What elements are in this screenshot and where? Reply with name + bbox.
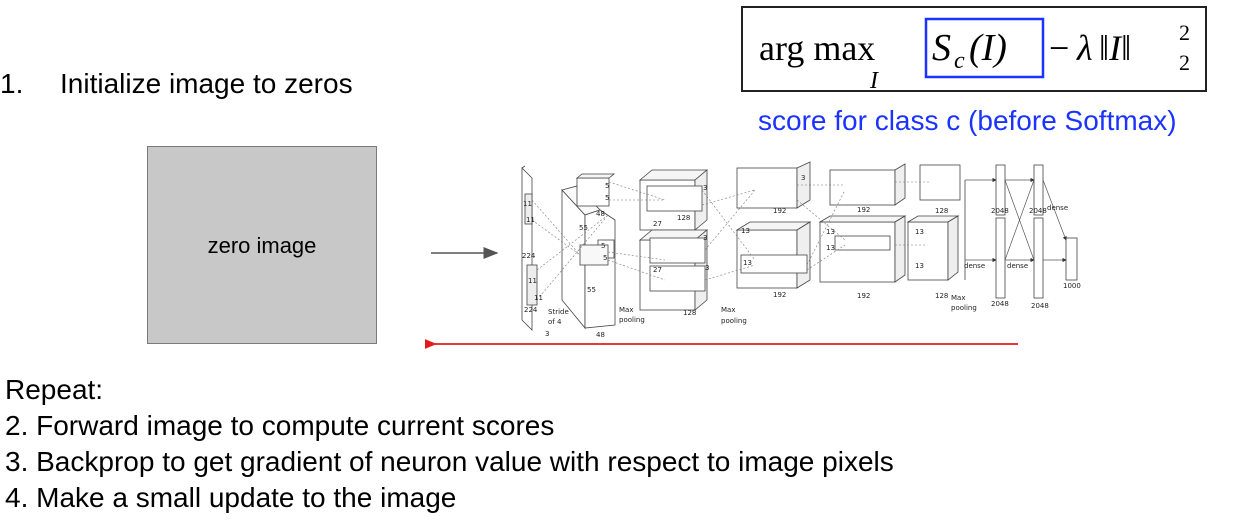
label-in-224b: 224 [524, 306, 538, 314]
fc2-top [1033, 164, 1044, 216]
norm-expression: ‖I‖ [1099, 28, 1131, 68]
score-highlight-box [924, 17, 1045, 79]
objective-formula: arg max I S c (I) − λ ‖I‖ 2 2 [741, 6, 1207, 94]
label-in-3: 3 [545, 330, 549, 338]
alexnet-diagram: 11 11 224 11 11 224 3 Stride of 4 48 55 … [425, 161, 1081, 350]
label-dense1: dense [964, 262, 985, 270]
label-out-1000: 1000 [1063, 282, 1081, 290]
score-argument: (I) [969, 27, 1007, 69]
minus-sign: − [1049, 28, 1069, 68]
step-3: 3. Backprop to get gradient of neuron va… [5, 446, 894, 477]
label-c4-192a: 192 [857, 206, 870, 214]
label-c1-55b: 55 [587, 286, 596, 294]
label-c1-48a: 48 [596, 210, 605, 218]
label-fc-2048a: 2048 [991, 207, 1009, 215]
layer-labels: 11 11 224 11 11 224 3 Stride of 4 48 55 … [522, 174, 1081, 339]
label-of-4: of 4 [548, 318, 562, 326]
label-fc-2048c: 2048 [991, 300, 1009, 308]
zero-image [147, 146, 377, 344]
label-stride: Stride [548, 308, 569, 316]
label-c3-13a: 13 [741, 227, 750, 235]
step-1: 1. Initialize image to zeros [0, 68, 353, 100]
repeat-steps: Repeat: 2. Forward image to compute curr… [5, 372, 894, 516]
label-pooling3: pooling [951, 304, 977, 312]
argmax-text: arg max [759, 28, 875, 68]
label-c5-128a: 128 [935, 207, 948, 215]
label-c4-13b: 13 [826, 244, 835, 252]
label-k3d: 3 [801, 174, 805, 182]
lambda-symbol: λ [1076, 28, 1093, 68]
label-fc-2048d: 2048 [1031, 302, 1049, 310]
formula-svg: arg max I S c (I) − λ ‖I‖ 2 2 [759, 17, 1190, 94]
fc-connections [965, 177, 1067, 263]
label-dense3: dense [1047, 204, 1068, 212]
label-c3-192b: 192 [773, 291, 786, 299]
label-pooling1: pooling [619, 316, 645, 324]
fc1-top [995, 164, 1006, 216]
label-pooling2: pooling [721, 317, 747, 325]
input-kernel-top [524, 193, 533, 225]
label-c5-13a: 13 [915, 228, 924, 236]
conv5-volume-bottom [907, 221, 949, 281]
label-c2-27: 27 [653, 220, 662, 228]
label-c2-27b: 27 [653, 266, 662, 274]
score-symbol: S [932, 27, 951, 69]
label-c4-192b: 192 [857, 292, 870, 300]
repeat-label: Repeat: [5, 374, 104, 405]
argmax-subscript: I [869, 68, 879, 94]
label-k5a: 5 [605, 182, 609, 190]
label-c4-13a: 13 [826, 228, 835, 236]
label-maxpool1: Max [619, 306, 633, 314]
conv4-volume-bottom [819, 221, 896, 283]
score-subscript: c [954, 48, 965, 74]
output-layer [1065, 237, 1078, 281]
connection-lines [531, 181, 930, 301]
fc1-bottom [995, 217, 1006, 299]
fc2-bottom [1033, 217, 1044, 299]
label-c2-128b: 128 [683, 309, 696, 317]
label-in-11d: 11 [534, 294, 543, 302]
formula-caption: score for class c (before Softmax) [758, 105, 1177, 136]
network-layers [521, 161, 1078, 331]
label-maxpool2: Max [721, 306, 735, 314]
label-c3-13b: 13 [743, 259, 752, 267]
label-dense2: dense [1007, 262, 1028, 270]
conv5-volume-top [919, 164, 961, 201]
label-k3a: 3 [703, 184, 707, 192]
norm-subscript: 2 [1179, 50, 1190, 75]
label-in-224a: 224 [522, 252, 536, 260]
conv4-volume-top [829, 169, 896, 206]
label-in-11b: 11 [526, 216, 535, 224]
label-maxpool3: Max [951, 294, 965, 302]
label-k3b: 3 [703, 234, 707, 242]
step-1-text: Initialize image to zeros [60, 68, 353, 99]
label-c2-128a: 128 [677, 214, 690, 222]
label-k5c: 5 [601, 242, 605, 250]
label-k5d: 5 [603, 254, 607, 262]
step-4: 4. Make a small update to the image [5, 482, 457, 513]
label-c1-55a: 55 [579, 224, 588, 232]
conv1-volume-top [576, 177, 610, 207]
input-kernel-bottom [526, 264, 538, 306]
step-1-number: 1. [0, 68, 24, 99]
label-c3-192a: 192 [773, 207, 786, 215]
label-in-11c: 11 [528, 277, 537, 285]
step-2: 2. Forward image to compute current scor… [5, 410, 555, 441]
label-k5b: 5 [605, 194, 609, 202]
norm-superscript: 2 [1179, 20, 1190, 45]
zero-image-label: zero image [207, 233, 317, 258]
conv3-volume-top [736, 167, 798, 209]
label-in-11a: 11 [523, 200, 532, 208]
label-c1-48b: 48 [596, 331, 605, 339]
label-fc-2048b: 2048 [1029, 207, 1047, 215]
label-c5-128b: 128 [935, 292, 948, 300]
label-k3c: 3 [705, 264, 709, 272]
label-c5-13b: 13 [915, 262, 924, 270]
